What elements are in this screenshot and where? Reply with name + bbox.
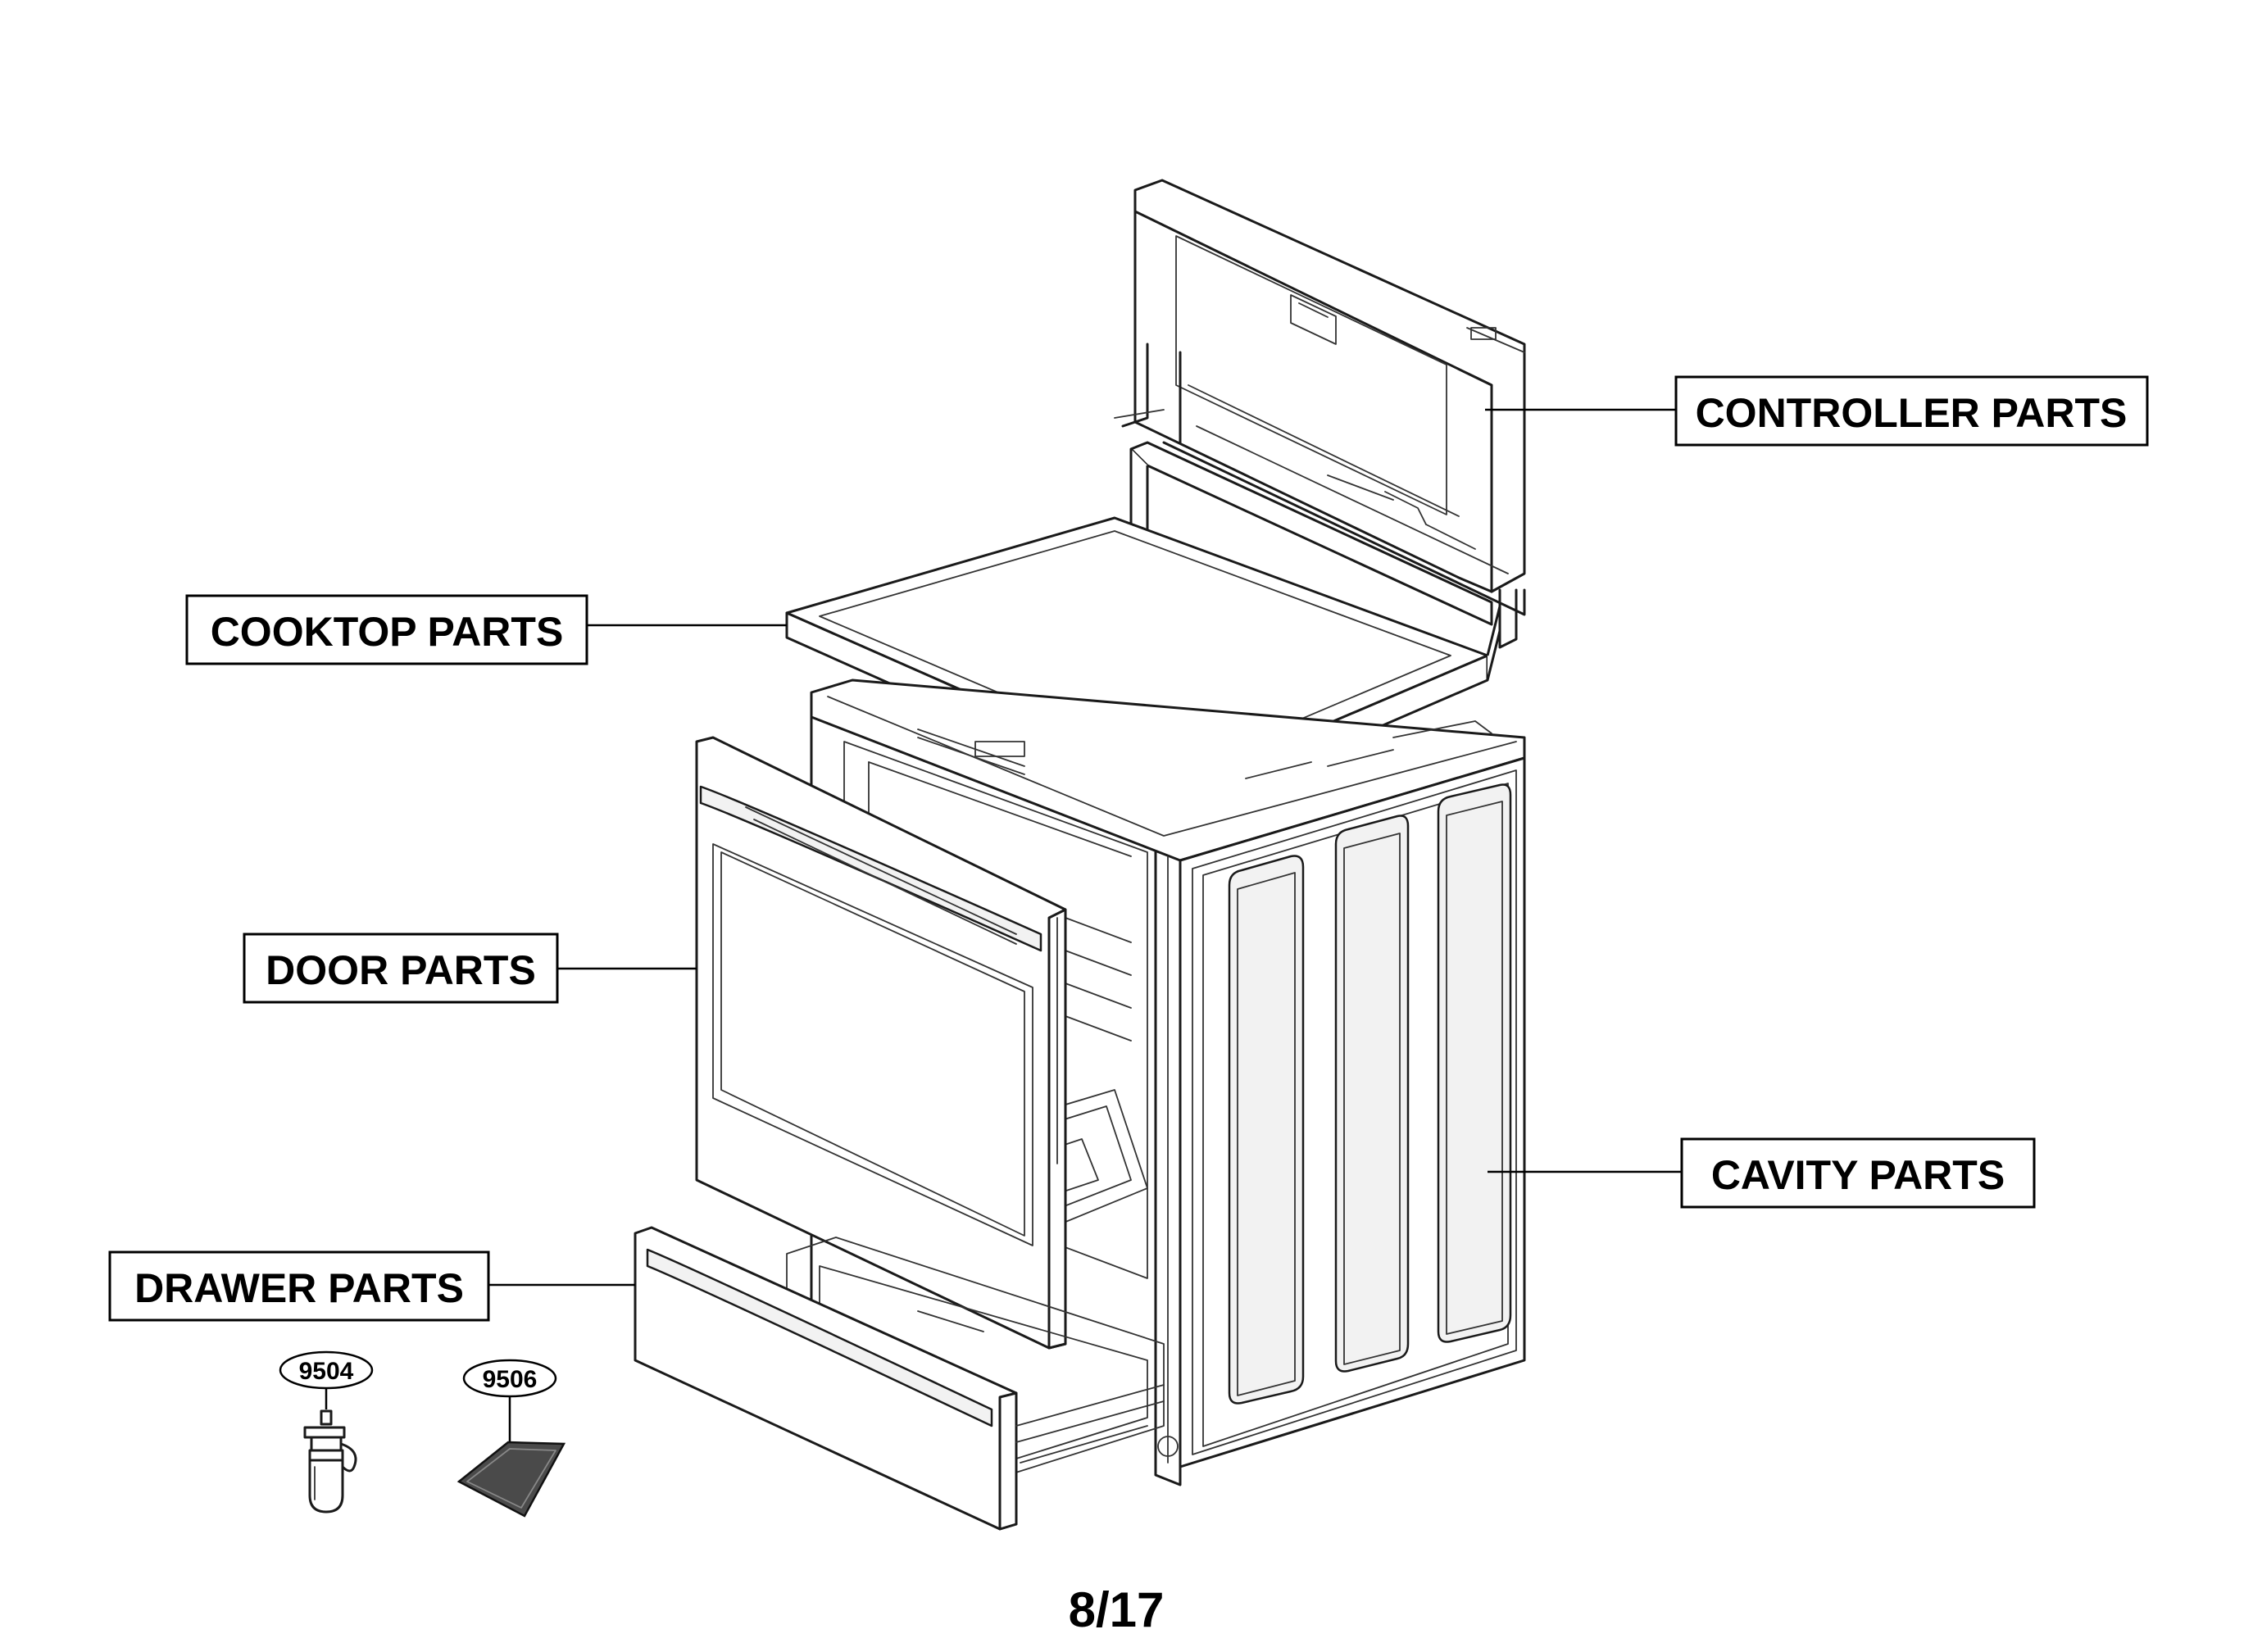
label-text-cooktop: COOKTOP PARTS: [211, 609, 564, 655]
oven-door: [695, 736, 1067, 1350]
callout-text-9504: 9504: [299, 1358, 354, 1385]
callout-9506: 9506: [462, 1359, 557, 1398]
label-text-cavity: CAVITY PARTS: [1711, 1152, 2005, 1198]
label-text-drawer: DRAWER PARTS: [134, 1265, 464, 1311]
label-drawer-parts[interactable]: DRAWER PARTS: [108, 1250, 490, 1322]
label-door-parts[interactable]: DOOR PARTS: [243, 933, 559, 1004]
backguard-control-panel: [1114, 179, 1526, 649]
cleaning-pad-accessory: [456, 1393, 566, 1518]
label-cooktop-parts[interactable]: COOKTOP PARTS: [185, 594, 588, 665]
spray-bottle-accessory: [303, 1385, 357, 1514]
callout-9504: 9504: [279, 1350, 374, 1390]
label-text-controller: CONTROLLER PARTS: [1696, 390, 2128, 436]
label-controller-parts[interactable]: CONTROLLER PARTS: [1674, 375, 2149, 447]
range-body-cavity: [810, 678, 1526, 1486]
page-number: 8/17: [1069, 1582, 1165, 1637]
callout-text-9506: 9506: [483, 1366, 538, 1393]
storage-drawer: [634, 1226, 1165, 1531]
label-text-door: DOOR PARTS: [266, 947, 536, 993]
label-cavity-parts[interactable]: CAVITY PARTS: [1680, 1137, 2036, 1209]
